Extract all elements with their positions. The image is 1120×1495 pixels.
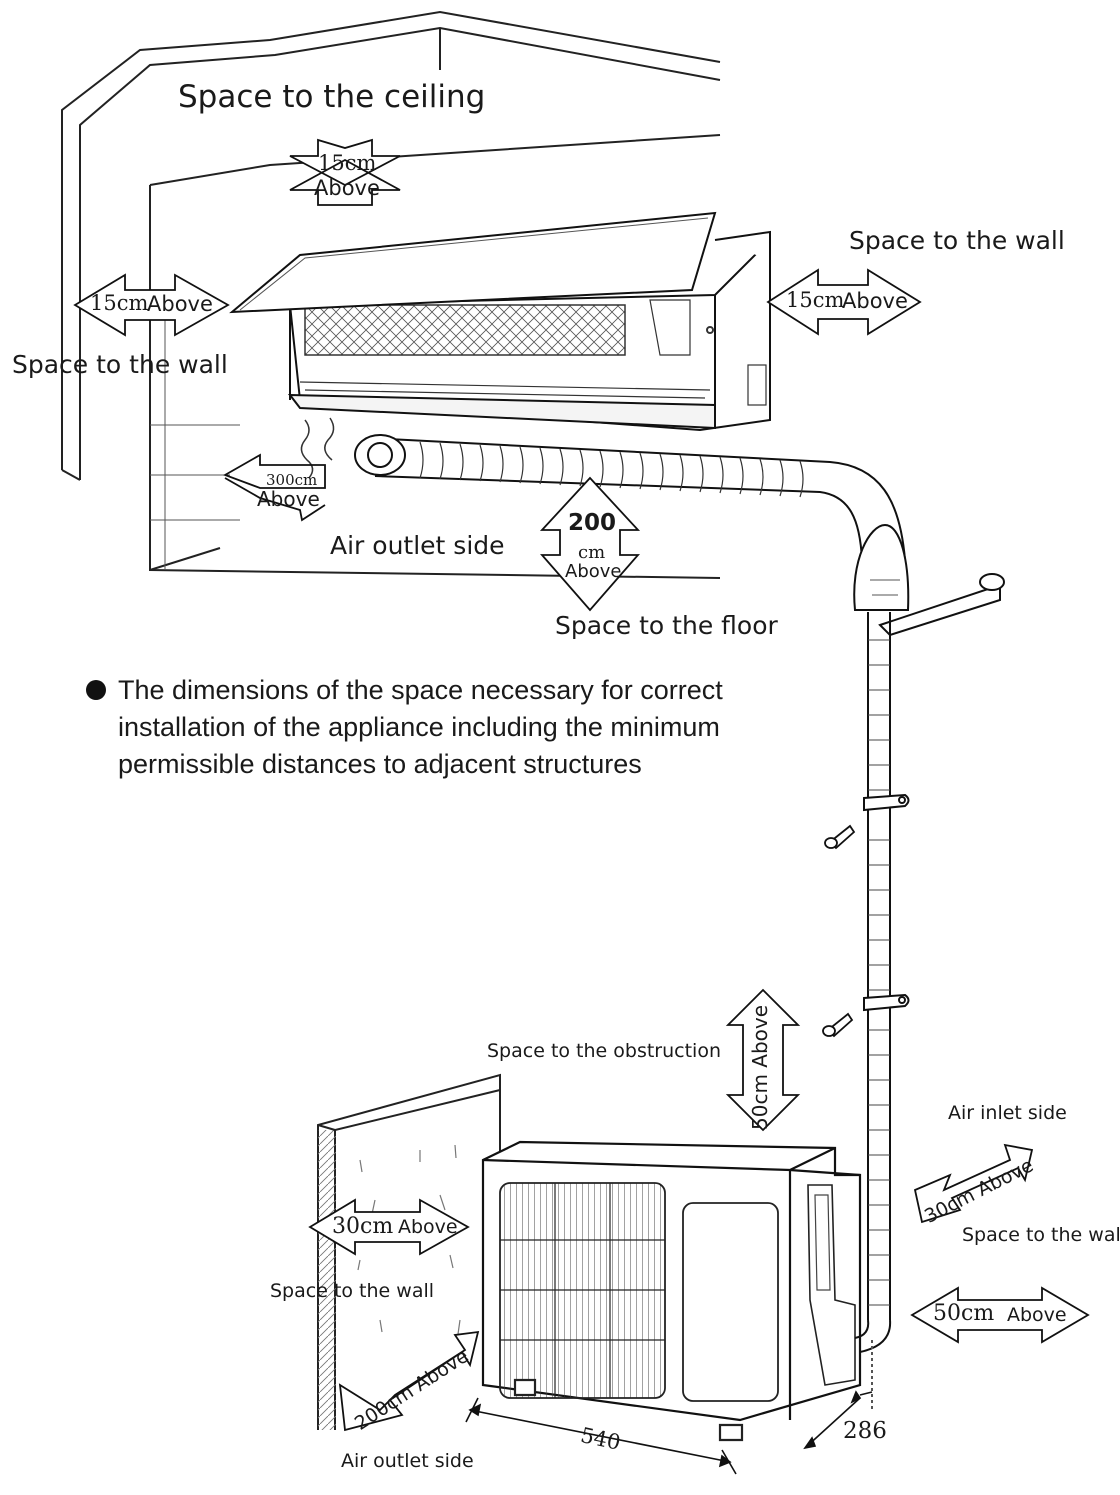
wall-penetration [853, 523, 910, 611]
indoor-outlet-value: 300cm [266, 471, 318, 489]
floor-space-above: Above [565, 561, 622, 582]
dimension-lines [465, 1390, 873, 1475]
wall-right-space-value: 15cm [786, 288, 845, 312]
outdoor-wall-right-title: Space to the wall [962, 1224, 1120, 1246]
obstruction-space-title: Space to the obstruction [487, 1040, 722, 1062]
ceiling-space-title: Space to the ceiling [178, 79, 486, 115]
vertical-pipe [867, 612, 891, 1320]
pipe-bundle [354, 434, 906, 610]
screw-upper [824, 824, 856, 850]
arrow-ceiling [289, 138, 401, 206]
screw-lower [822, 1012, 854, 1038]
outdoor-wall-right-above: Above [1007, 1304, 1067, 1326]
air-inlet-title: Air inlet side [948, 1102, 1067, 1124]
wall-left-space-above: Above [147, 292, 213, 316]
arrow-outdoor-wall-right [910, 1286, 1090, 1344]
note-line: permissible distances to adjacent struct… [118, 749, 642, 779]
outdoor-wall [317, 1073, 501, 1430]
note-line: installation of the appliance including … [118, 712, 720, 742]
unit-depth-dimension: 286 [843, 1418, 887, 1444]
outdoor-unit [481, 1140, 862, 1442]
bullet-icon [86, 680, 106, 700]
wall-right-space-title: Space to the wall [849, 226, 1065, 255]
pipe-clamp-lower [863, 993, 910, 1012]
arrow-outdoor-wall-left [308, 1198, 470, 1256]
obstruction-space-value: 50cm Above [748, 1004, 772, 1130]
wall-right-space-above: Above [842, 289, 908, 313]
arrow-outdoor-outlet [338, 1330, 480, 1432]
arrow-obstruction [725, 988, 801, 1132]
indoor-unit [229, 211, 771, 432]
outdoor-outlet-title: Air outlet side [341, 1450, 474, 1472]
pipe-clamp-upper [863, 793, 910, 812]
drain-hose-spring [300, 417, 335, 479]
pipe-to-outdoor-unit [854, 1319, 892, 1410]
indoor-outlet-above: Above [257, 487, 320, 511]
wall-left-space-value: 15cm [90, 291, 149, 315]
arrow-wall-right [766, 268, 922, 336]
arrow-wall-left [73, 273, 230, 337]
wall-bracket [878, 573, 1005, 637]
wall-left-space-title: Space to the wall [12, 350, 228, 379]
ceiling-space-above: Above [314, 176, 380, 200]
outdoor-wall-left-value: 30cm [332, 1214, 394, 1239]
outdoor-wall-right-value: 50cm [933, 1301, 995, 1326]
outdoor-wall-texture [357, 1144, 461, 1335]
pipe-bundle-ribs [419, 441, 804, 498]
outdoor-wall-left-above: Above [398, 1216, 458, 1238]
outdoor-wall-left-title: Space to the wall [270, 1280, 435, 1302]
floor-space-title: Space to the floor [555, 611, 778, 640]
arrow-outlet-indoor [222, 453, 326, 522]
arrow-air-inlet [913, 1143, 1034, 1224]
floor-space-unit: cm [578, 542, 606, 563]
vertical-pipe-ribs [868, 639, 890, 1306]
note-line: The dimensions of the space necessary fo… [118, 675, 723, 705]
installation-note-text: The dimensions of the space necessary fo… [118, 672, 798, 783]
indoor-outlet-title: Air outlet side [330, 531, 505, 560]
floor-space-value: 200 [568, 510, 617, 536]
ceiling-space-value: 15cm [318, 151, 377, 175]
arrow-floor [539, 476, 641, 612]
